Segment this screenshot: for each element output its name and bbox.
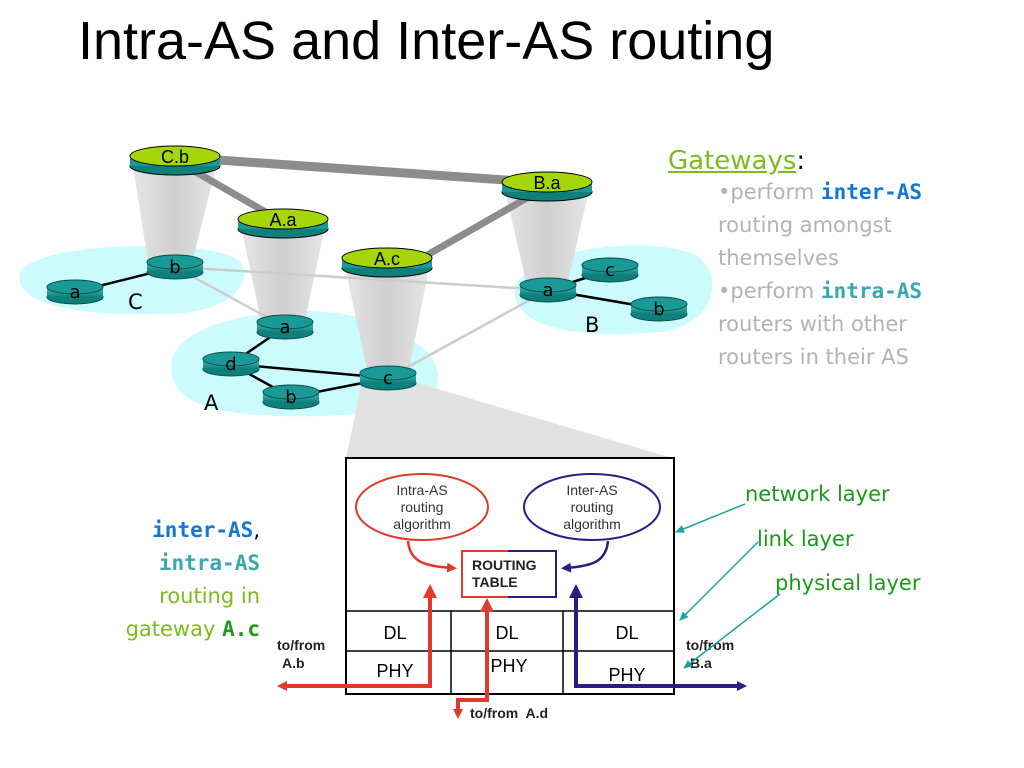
as-label-c: C: [128, 290, 143, 314]
bullet-1-prefix: •perform: [718, 180, 821, 204]
network-layer-label: network layer: [745, 482, 890, 506]
router-b-c-label: c: [605, 260, 615, 281]
routing-table-line2: TABLE: [472, 574, 518, 590]
router-b-a[interactable]: a: [519, 277, 577, 303]
link-layer-label: link layer: [757, 527, 854, 551]
router-a-b[interactable]: b: [262, 384, 320, 410]
bullet-2-prefix: •perform: [718, 279, 821, 303]
routing-table: ROUTING TABLE: [461, 550, 557, 598]
inter-algo-line3: algorithm: [563, 516, 621, 532]
to-from-ad: to/from A.d: [470, 705, 548, 721]
path-to-ab-uparrow: [423, 584, 437, 598]
phy-cell-3: PHY: [608, 665, 645, 685]
to-from-ab-line2: A.b: [282, 655, 305, 671]
router-c-a-label: a: [69, 282, 80, 303]
phy-cell-2: PHY: [490, 656, 527, 676]
caption-intra-keyword: intra-AS: [158, 551, 260, 575]
router-a-d[interactable]: d: [202, 351, 260, 377]
inter-as-algorithm: [523, 473, 661, 541]
link-thin-3: [387, 288, 549, 380]
gateway-ac-label: A.c: [374, 249, 400, 269]
caption-gateway-keyword: A.c: [222, 617, 260, 641]
gateway-ac[interactable]: A.c: [341, 247, 433, 278]
router-b-c[interactable]: c: [581, 257, 639, 283]
gateways-heading-line: Gateways:: [668, 146, 1018, 176]
bullet-1-keyword: inter-AS: [820, 180, 923, 204]
router-a-b-label: b: [285, 387, 296, 408]
path-to-ad-uparrow: [480, 598, 494, 612]
routing-table-line1: ROUTING: [472, 557, 537, 573]
caption-line-3: routing in: [159, 584, 260, 608]
gateway-ba-label: B.a: [533, 173, 561, 193]
gateways-heading: Gateways: [668, 146, 797, 176]
router-a-d-label: d: [225, 354, 236, 375]
gateways-colon: :: [796, 146, 806, 176]
path-to-ad: [453, 612, 489, 719]
intra-to-table-arrow: [406, 540, 457, 573]
intra-algo-line2: routing: [401, 499, 444, 515]
inter-algo-line1: Inter-AS: [566, 482, 617, 498]
path-to-ba: [574, 596, 747, 691]
bullet-1-line-3: themselves: [718, 246, 839, 270]
caption-line-1: inter-AS,: [126, 514, 260, 547]
caption-line-4-prefix: gateway: [125, 617, 223, 641]
caption-comma: ,: [253, 518, 260, 542]
dl-cell-2: DL: [495, 623, 518, 643]
router-a-a-label: a: [279, 317, 290, 338]
gateway-aa[interactable]: A.a: [237, 208, 329, 239]
bullet-2-line-2: routers with other: [718, 312, 907, 336]
gateways-text: Gateways: •perform inter-AS routing amon…: [668, 146, 1018, 374]
intra-as-algorithm: [355, 473, 489, 541]
path-to-ba-uparrow: [569, 584, 583, 598]
intra-algo-line3: algorithm: [393, 516, 451, 532]
router-c-b[interactable]: b: [146, 254, 204, 280]
bullet-2-line-3: routers in their AS: [718, 345, 909, 369]
inter-algo-line2: routing: [571, 499, 614, 515]
gateways-bullet-1: •perform inter-AS: [718, 176, 1018, 209]
bullet-1-line-2: routing amongst: [718, 213, 892, 237]
router-c-b-label: b: [169, 257, 180, 278]
physical-layer-label: physical layer: [775, 571, 921, 595]
router-a-c[interactable]: c: [359, 365, 417, 391]
link-layer-pointer: [679, 541, 759, 621]
network-layer-pointer: [675, 503, 746, 533]
gateway-detail-box: DL DL DL PHY PHY PHY Intra-AS routing al…: [345, 457, 675, 695]
funnel-ac: [344, 262, 430, 375]
gateway-cb[interactable]: C.b: [129, 145, 221, 176]
router-b-b[interactable]: b: [630, 296, 688, 322]
to-from-ba-line1: to/from: [686, 637, 734, 653]
phy-cell-1: PHY: [376, 661, 413, 681]
link-thin-1: [174, 265, 549, 292]
link-cb-ba: [174, 152, 549, 188]
dl-cell-1: DL: [383, 623, 406, 643]
path-to-ab: [277, 596, 432, 691]
router-a-a[interactable]: a: [256, 314, 314, 340]
as-label-a: A: [204, 391, 219, 415]
caption-line-4: gateway A.c: [126, 613, 260, 646]
router-b-b-label: b: [653, 299, 664, 320]
router-a-c-label: c: [383, 368, 393, 389]
router-b-a-label: a: [542, 280, 553, 301]
dl-cell-3: DL: [615, 623, 638, 643]
to-from-ba-line2: B.a: [690, 655, 712, 671]
caption-inter-keyword: inter-AS: [152, 518, 254, 542]
funnel-ba: [504, 186, 590, 290]
gateway-ba[interactable]: B.a: [501, 171, 593, 202]
gateway-aa-label: A.a: [269, 210, 297, 230]
funnel-detail: [346, 382, 672, 458]
to-from-ab-line1: to/from: [277, 637, 325, 653]
router-c-a[interactable]: a: [46, 279, 104, 305]
funnel-cb: [132, 160, 218, 262]
slide-title: Intra-AS and Inter-AS routing: [78, 11, 775, 71]
detail-caption: inter-AS, intra-AS routing in gateway A.…: [126, 514, 260, 646]
bullet-2-keyword: intra-AS: [820, 279, 923, 303]
inter-to-table-arrow: [561, 540, 610, 573]
physical-layer-pointer: [683, 593, 781, 669]
intra-algo-line1: Intra-AS: [396, 482, 447, 498]
as-label-b: B: [585, 313, 599, 337]
gateway-cb-label: C.b: [161, 147, 189, 167]
gateways-bullet-2: •perform intra-AS: [718, 275, 1018, 308]
